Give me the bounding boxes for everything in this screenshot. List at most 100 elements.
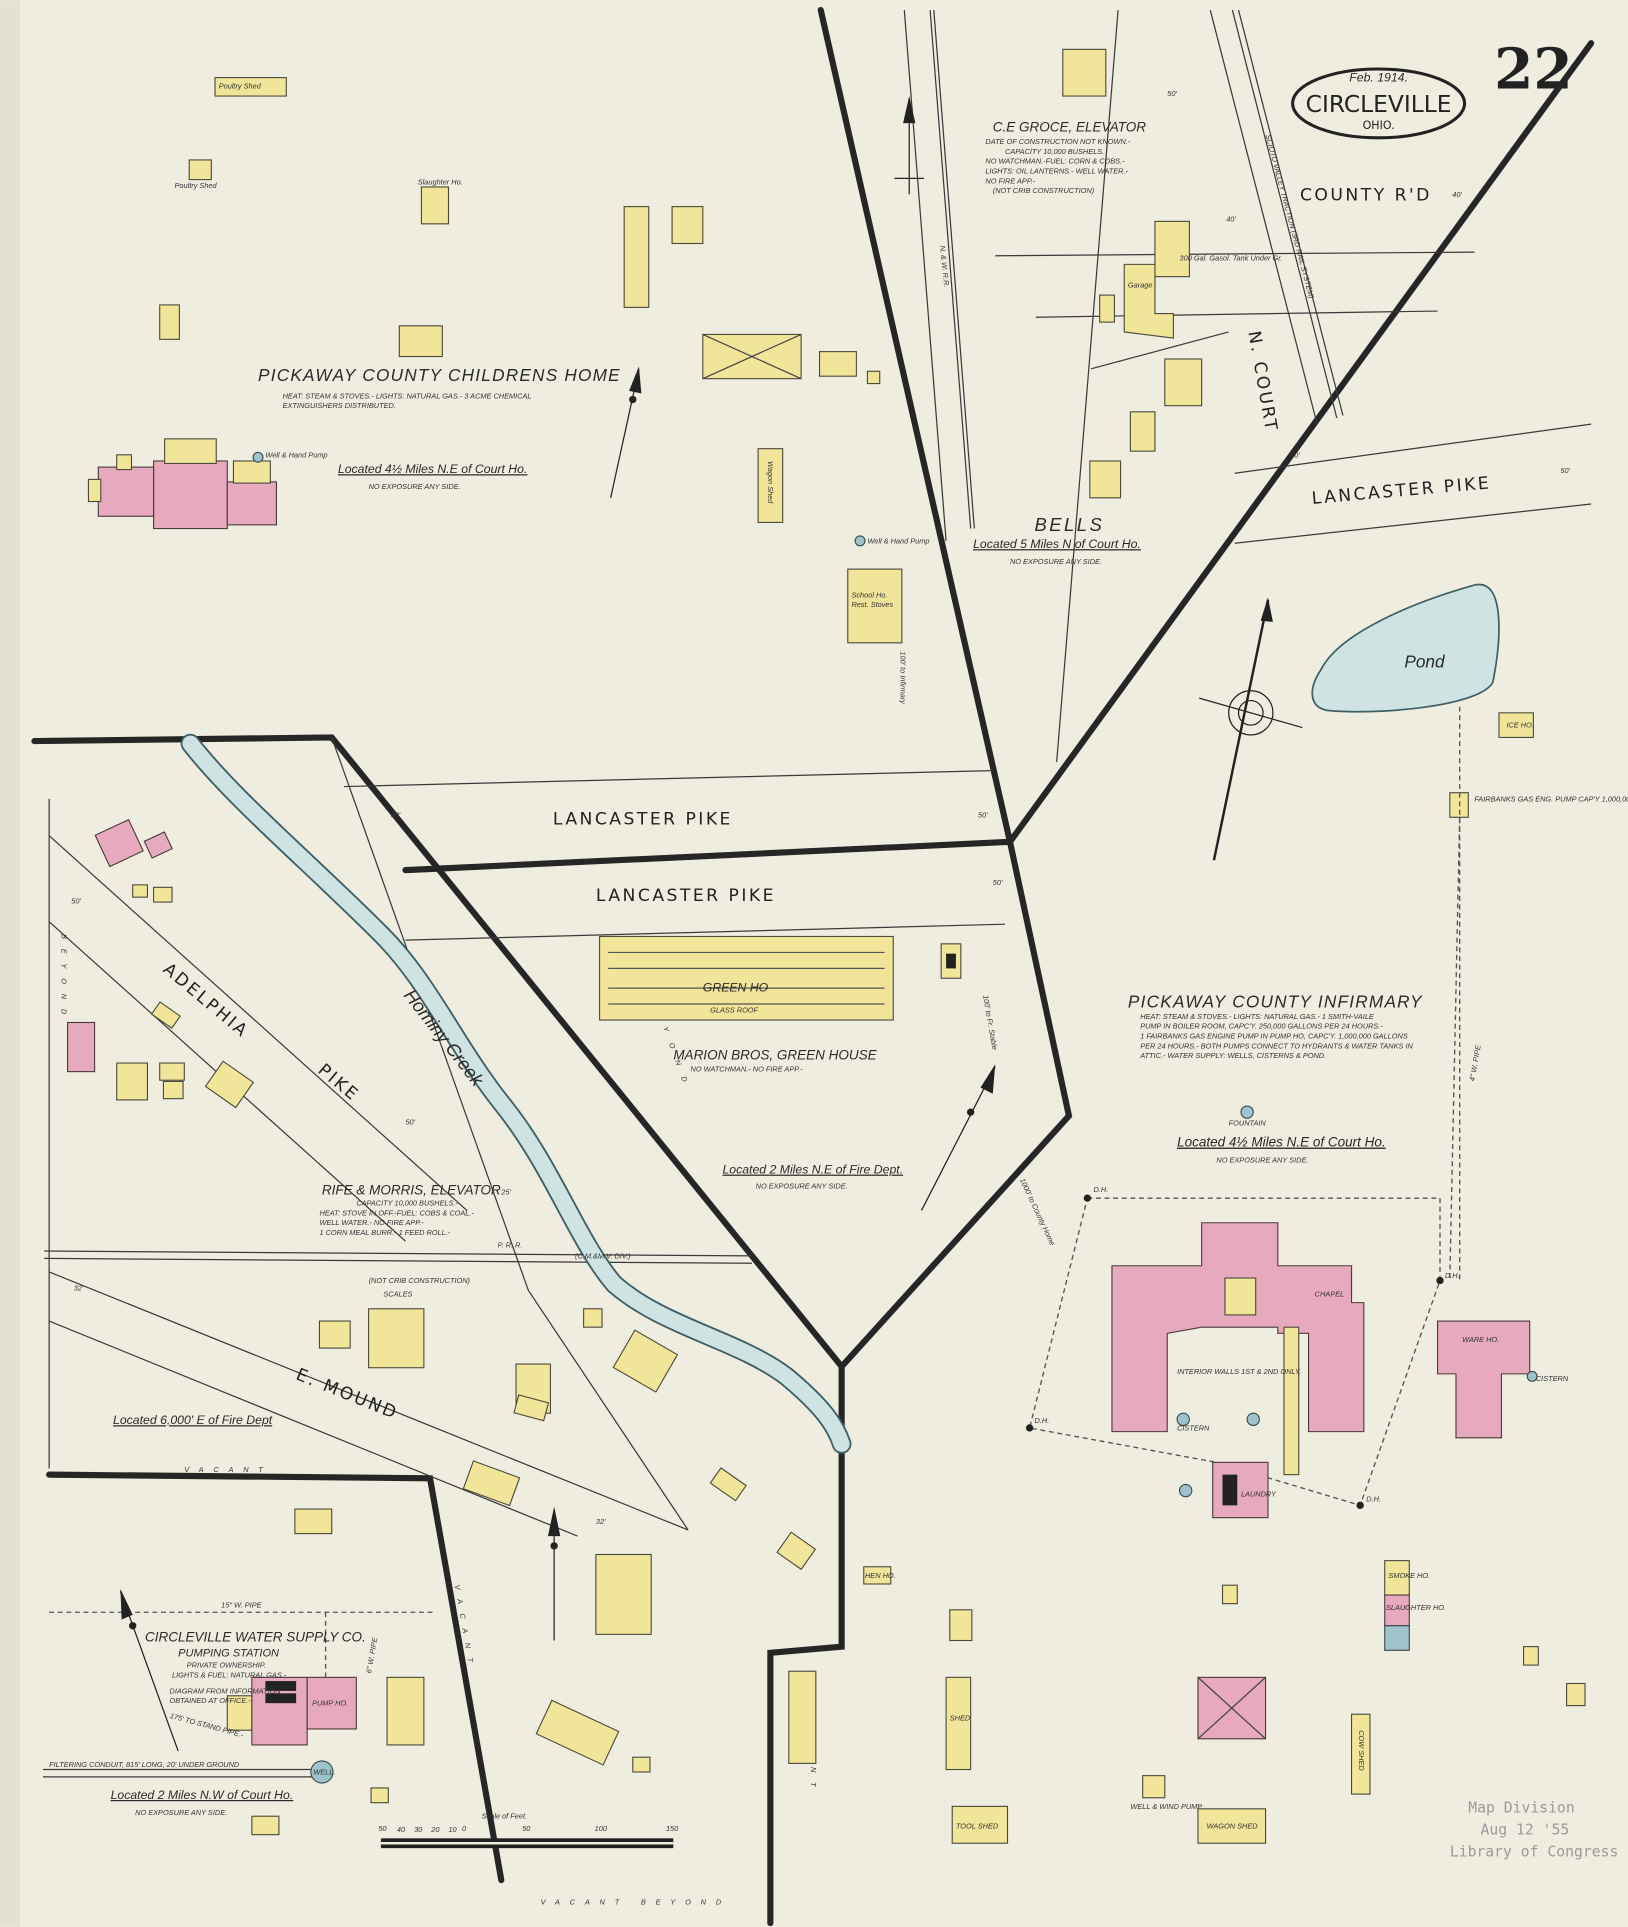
- childrens-home: [87, 77, 903, 644]
- infirmary-title: PICKAWAY COUNTY INFIRMARY: [1128, 992, 1423, 1012]
- dh-label: D.H.: [1035, 1416, 1050, 1425]
- road-edge: [817, 6, 1014, 845]
- pump-ho-label: PUMP HO.: [312, 1699, 348, 1708]
- street-boundaries: [31, 6, 1595, 1927]
- hen-ho-label: HEN HO.: [865, 1571, 896, 1580]
- water-supply-diagram2: OBTAINED AT OFFICE.-: [170, 1696, 252, 1705]
- bells-title: BELLS: [1035, 514, 1105, 535]
- county-infirmary: [788, 706, 1586, 1844]
- poultry-shed-label-2: Poultry Shed: [174, 181, 217, 190]
- rife-morris-line: 1 CORN MEAL BURR.- 1 FEED ROLL.-: [319, 1228, 450, 1237]
- road-edge: [46, 1471, 505, 1884]
- rife-morris-line: HEAT: STOVE IN OFF.-FUEL: COBS & COAL.-: [319, 1208, 474, 1217]
- road-edge: [1006, 40, 1595, 845]
- cistern-label: CISTERN: [1177, 1423, 1210, 1432]
- scale-of-feet: Scale of Feet. 50 40 30 20 10 0 50 100 1…: [378, 1812, 679, 1849]
- childrens-home-desc1: HEAT: STEAM & STOVES.- LIGHTS: NATURAL G…: [283, 391, 532, 400]
- wagon-shed: [757, 448, 784, 523]
- groce-line: LIGHTS: OIL LANTERNS.- WELL WATER.-: [985, 166, 1128, 175]
- green-ho-label: GREEN HO: [703, 981, 769, 995]
- childrens-home-location: Located 4½ Miles N.E of Court Ho.: [338, 462, 528, 476]
- groce-line: (NOT CRIB CONSTRUCTION): [993, 186, 1095, 195]
- well-label: Well & Hand Pump: [265, 450, 327, 459]
- infirmary-distance: 100' to Infirmary: [899, 651, 908, 705]
- infirmary-line: HEAT: STEAM & STOVES.- LIGHTS: NATURAL G…: [1140, 1012, 1374, 1021]
- bells-exposure: NO EXPOSURE ANY SIDE.: [1010, 557, 1102, 566]
- title-cartouche: Feb. 1914. CIRCLEVILLE OHIO.: [1291, 67, 1467, 140]
- north-arrow-icon: [894, 96, 924, 195]
- width-50: 50': [1290, 450, 1300, 459]
- fountain-label: FOUNTAIN: [1229, 1119, 1267, 1128]
- infirmary-line: PER 24 HOURS.- BOTH PUMPS CONNECT TO HYD…: [1140, 1041, 1413, 1050]
- county-rd-label: COUNTY R'D: [1300, 185, 1432, 205]
- conduit-label: FILTERING CONDUIT, 815' LONG, 20' UNDER …: [49, 1760, 240, 1769]
- wagon-shed-label: Wagon Shed: [766, 461, 775, 504]
- rife-morris-line: WELL WATER.- NO FIRE APP.-: [319, 1218, 424, 1227]
- north-arrows: [119, 96, 1303, 1752]
- adelphia-buildings: [67, 818, 817, 1836]
- infirmary-line: 1 FAIRBANKS GAS ENGINE PUMP IN PUMP HO, …: [1140, 1031, 1408, 1040]
- paper-edge: [0, 0, 20, 1927]
- glass-roof-label: GLASS ROOF: [710, 1006, 758, 1015]
- vacant-beyond-label: VACANT BEYOND: [541, 1898, 731, 1907]
- groce-line: NO FIRE APP.-: [985, 176, 1035, 185]
- stamp-line1: Map Division: [1468, 1800, 1574, 1817]
- school-house: [847, 568, 903, 644]
- width-50: 50': [978, 810, 988, 819]
- fairbanks-label: FAIRBANKS GAS ENG. PUMP CAP'Y 1,000,000 …: [1474, 794, 1628, 803]
- map-state: OHIO.: [1363, 119, 1395, 132]
- rife-morris-title: RIFE & MORRIS, ELEVATOR: [322, 1182, 501, 1197]
- cow-shed-label: COW SHED: [1357, 1730, 1366, 1771]
- dh-label: D.H.: [1445, 1271, 1460, 1280]
- ware-ho-label: WARE HO.: [1462, 1335, 1499, 1344]
- cistern-label: CISTERN: [1536, 1374, 1569, 1383]
- infirmary-line: PUMP IN BOILER ROOM, CAPC'Y. 250,000 GAL…: [1140, 1022, 1383, 1031]
- scale-tick: 150: [666, 1824, 679, 1833]
- infirmary-location: Located 4½ Miles N.E of Court Ho.: [1177, 1135, 1386, 1150]
- stamp-line2: Aug 12 '55: [1481, 1822, 1570, 1839]
- groce-title: C.E GROCE, ELEVATOR: [993, 120, 1147, 135]
- well-label-ws: WELL.: [313, 1767, 335, 1776]
- water-supply-location: Located 2 Miles N.W of Court Ho.: [111, 1788, 294, 1802]
- width-32: 32': [596, 1517, 606, 1526]
- school-sub: Rest. Stoves: [851, 600, 893, 609]
- school-label: School Ho.: [851, 590, 887, 599]
- poultry-shed: [214, 77, 287, 97]
- not-crib-label: (NOT CRIB CONSTRUCTION): [369, 1276, 471, 1285]
- tool-shed-label: TOOL SHED: [956, 1821, 999, 1830]
- width-25: 25': [500, 1187, 511, 1196]
- compass-rose-icon: [1199, 597, 1303, 861]
- infirmary-line: ATTIC.- WATER SUPPLY: WELLS, CISTERNS & …: [1139, 1051, 1326, 1060]
- rife-morris-location: Located 6,000' E of Fire Dept: [113, 1413, 273, 1427]
- scale-tick: 20: [430, 1825, 440, 1834]
- garage-label: Garage: [1128, 281, 1153, 290]
- north-arrow-icon: [547, 1506, 561, 1641]
- shed-label: SHED: [950, 1713, 971, 1722]
- scale-tick: 50: [522, 1824, 531, 1833]
- cmmv-label: (C.M.&M.V. DIV.): [575, 1251, 631, 1260]
- scale-tick: 50: [378, 1824, 387, 1833]
- chapel-label: CHAPEL: [1315, 1289, 1344, 1298]
- north-arrow-icon: [119, 1588, 179, 1752]
- water-supply-subtitle: PUMPING STATION: [178, 1647, 279, 1659]
- width-32: 32': [74, 1283, 84, 1292]
- well-label-2: Well & Hand Pump: [867, 536, 929, 545]
- laundry-label: LAUNDRY: [1241, 1490, 1277, 1499]
- lancaster-pike-label-lower: LANCASTER PIKE: [596, 886, 776, 906]
- water-supply-exposure: NO EXPOSURE ANY SIDE.: [135, 1808, 227, 1817]
- stamp-line3: Library of Congress: [1450, 1844, 1619, 1861]
- width-50: 50': [405, 1117, 415, 1126]
- green-house-title: MARION BROS, GREEN HOUSE: [673, 1047, 877, 1062]
- marion-green-house: [599, 935, 962, 1021]
- green-house-location: Located 2 Miles N.E of Fire Dept.: [722, 1163, 903, 1177]
- library-stamp: Map Division Aug 12 '55 Library of Congr…: [1450, 1800, 1619, 1861]
- beyond-label: BEYOND: [59, 934, 68, 1024]
- road-edge: [767, 1363, 845, 1927]
- groce-line: DATE OF CONSTRUCTION NOT KNOWN.-: [985, 137, 1130, 146]
- water-supply-ownership: PRIVATE OWNERSHIP.: [187, 1661, 266, 1670]
- sheet-number: 22: [1494, 37, 1573, 103]
- dh-label: D.H.: [1366, 1495, 1381, 1504]
- green-house-exposure: NO EXPOSURE ANY SIDE.: [756, 1181, 848, 1190]
- map-city: CIRCLEVILLE: [1306, 90, 1452, 118]
